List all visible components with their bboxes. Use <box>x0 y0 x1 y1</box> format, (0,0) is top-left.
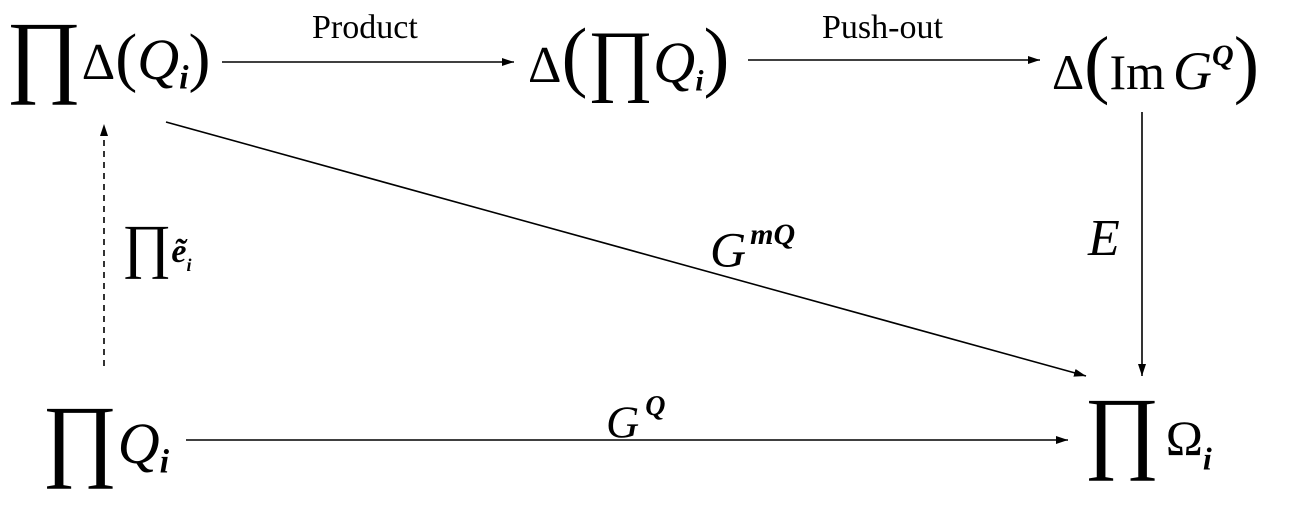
q-symbol: Q <box>137 27 180 92</box>
omega-symbol: Ω <box>1165 410 1203 466</box>
subscript-i: i <box>179 59 189 97</box>
product-label: Product <box>312 9 418 46</box>
delta-symbol: Δ <box>528 37 562 94</box>
e-tilde-symbol: ẽ <box>171 233 187 270</box>
delta-symbol: Δ <box>1052 44 1085 100</box>
g-symbol: G <box>606 396 640 448</box>
right-paren: ) <box>188 21 211 94</box>
product-symbol: ∏ <box>122 213 172 279</box>
product-symbol: ∏ <box>1084 379 1160 481</box>
subscript-i: i <box>1202 440 1212 477</box>
g-symbol: G <box>1173 41 1213 101</box>
delta-symbol: Δ <box>81 34 116 91</box>
pushout-label: Push-out <box>822 9 943 46</box>
left-paren: ( <box>1084 22 1110 106</box>
left-dashed-label: ∏ẽi <box>122 206 192 305</box>
superscript-q: Q <box>645 391 666 422</box>
right-paren: ) <box>1233 22 1259 106</box>
right-paren: ) <box>703 12 730 99</box>
q-symbol: Q <box>117 411 160 476</box>
node-prod-omega: ∏Ωi <box>1084 380 1212 508</box>
left-paren: ( <box>115 21 138 94</box>
subscript-i: i <box>695 64 704 98</box>
subscript-i: i <box>186 255 192 275</box>
node-prod-q: ∏Qi <box>42 388 169 513</box>
node-delta-prod-q: Δ(∏Qi) <box>528 6 730 131</box>
q-symbol: Q <box>653 30 696 95</box>
left-paren: ( <box>561 12 588 99</box>
superscript-q: Q <box>1212 39 1234 72</box>
superscript-mq: mQ <box>750 218 796 251</box>
arrows-layer <box>100 56 1146 444</box>
subscript-i: i <box>159 443 170 481</box>
product-symbol: ∏ <box>587 16 654 104</box>
g-symbol: G <box>710 221 747 278</box>
e-label: E <box>1088 210 1120 267</box>
diagonal-arrow <box>165 121 1087 377</box>
product-symbol: ∏ <box>42 387 118 489</box>
product-symbol: ∏ <box>6 3 82 105</box>
node-prod-delta-q: ∏Δ(Qi) <box>6 4 211 129</box>
im-operator: Im <box>1109 44 1166 100</box>
